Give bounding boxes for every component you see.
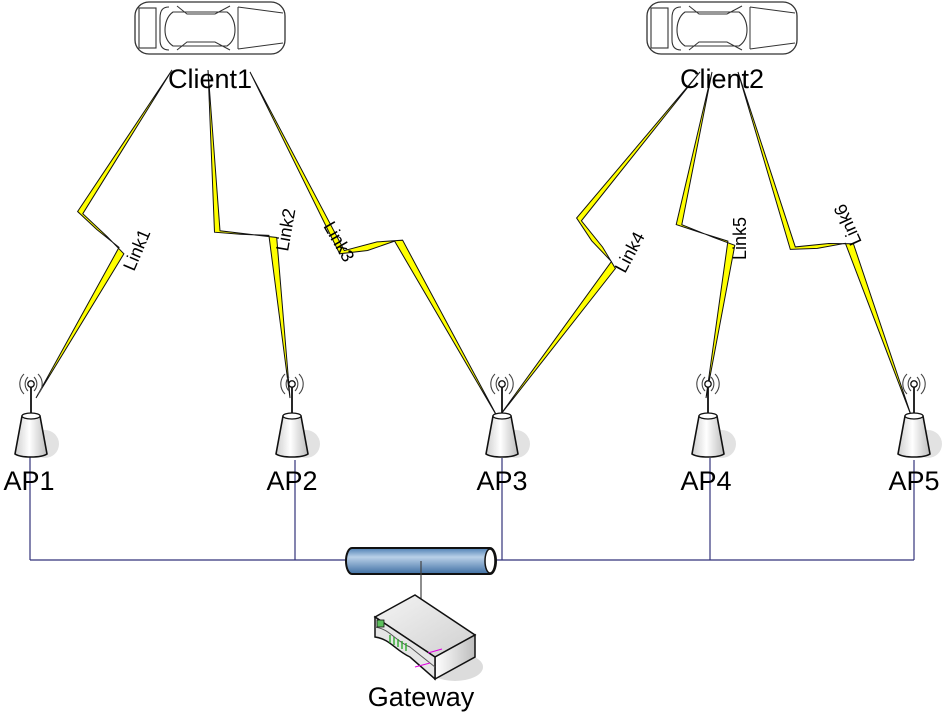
car-icon (134, 1, 286, 55)
ap2[interactable]: AP2 (266, 373, 321, 496)
link6-label: Link6 (830, 201, 866, 248)
gateway-icon[interactable] (373, 594, 483, 681)
access-point-icon (691, 373, 737, 459)
link3-label: Link3 (320, 218, 359, 265)
link1-label: Link1 (119, 226, 154, 273)
client1-label: Client1 (168, 64, 252, 94)
wireless-links (35, 69, 913, 419)
client2-label: Client2 (680, 64, 764, 94)
client1[interactable]: Client1 (134, 1, 286, 94)
access-point-icon (485, 373, 531, 459)
link1-bolt (35, 69, 173, 399)
link4-bolt (497, 71, 701, 419)
client2[interactable]: Client2 (646, 1, 798, 94)
link6-bolt (737, 71, 913, 419)
ap5-label: AP5 (888, 466, 939, 496)
link2-label: Link2 (272, 207, 299, 253)
link5-label: Link5 (730, 217, 750, 260)
access-point-icon (14, 373, 60, 459)
ap1-label: AP1 (3, 466, 54, 496)
access-point-icon (897, 373, 943, 459)
link5-bolt (675, 71, 736, 399)
ap1[interactable]: AP1 (3, 373, 60, 496)
ap3-label: AP3 (476, 466, 527, 496)
ap2-label: AP2 (266, 466, 317, 496)
link4-label: Link4 (611, 228, 649, 275)
ap3[interactable]: AP3 (476, 373, 531, 496)
access-point-icon (275, 373, 321, 459)
ap4[interactable]: AP4 (680, 373, 737, 496)
link2-bolt (207, 69, 291, 399)
car-icon (646, 1, 798, 55)
ap5[interactable]: AP5 (888, 373, 943, 496)
bus-wiring (29, 450, 915, 561)
gateway-label: Gateway (368, 682, 475, 712)
ap4-label: AP4 (680, 466, 731, 496)
